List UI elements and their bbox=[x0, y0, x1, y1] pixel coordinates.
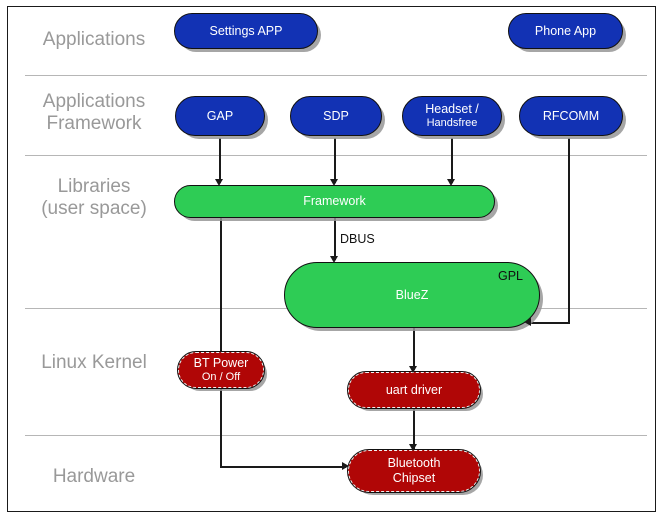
node-settings-app[interactable]: Settings APP bbox=[174, 13, 318, 49]
connector-bluez-uart bbox=[413, 328, 415, 370]
node-sublabel: Handsfree bbox=[426, 117, 478, 129]
arrowhead-sdp-framework bbox=[330, 179, 338, 186]
layer-label-hardware: Hardware bbox=[52, 466, 136, 487]
node-label: Settings APP bbox=[209, 23, 283, 38]
arrowhead-bluez-uart bbox=[409, 366, 417, 373]
arrowhead-framework-bluez bbox=[330, 256, 338, 263]
node-headset-handsfree[interactable]: Headset / Handsfree bbox=[402, 96, 502, 136]
layer-label-applications: Applications bbox=[42, 29, 146, 50]
divider-linux-kernel bbox=[25, 435, 647, 436]
divider-applications-framework bbox=[25, 155, 647, 156]
node-label: SDP bbox=[323, 108, 349, 123]
node-label: Phone App bbox=[534, 23, 597, 38]
node-label: Headset / bbox=[425, 102, 479, 116]
connector-uart-chipset bbox=[413, 408, 415, 450]
layer-label-libraries: Libraries (user space) bbox=[41, 176, 147, 219]
arrowhead-uart-chipset bbox=[409, 444, 417, 451]
node-phone-app[interactable]: Phone App bbox=[508, 13, 623, 49]
node-bluez[interactable]: GPL BlueZ bbox=[284, 262, 540, 328]
node-label: uart driver bbox=[385, 382, 443, 397]
node-label: GAP bbox=[206, 108, 234, 123]
connector-sdp-framework bbox=[334, 138, 336, 183]
node-label: Framework bbox=[303, 194, 366, 208]
node-rfcomm[interactable]: RFCOMM bbox=[519, 96, 623, 136]
connector-gap-framework bbox=[219, 138, 221, 183]
connector-framework-rail bbox=[220, 218, 222, 467]
divider-applications bbox=[25, 75, 647, 76]
node-sdp[interactable]: SDP bbox=[290, 96, 382, 136]
arrowhead-headset-framework bbox=[447, 179, 455, 186]
node-framework[interactable]: Framework bbox=[174, 185, 495, 218]
connector-rail-to-chipset bbox=[220, 466, 346, 468]
layer-label-linux-kernel: Linux Kernel bbox=[41, 352, 147, 373]
arrowhead-rail-chipset bbox=[342, 462, 349, 470]
node-sublabel: Chipset bbox=[392, 471, 436, 485]
node-gap[interactable]: GAP bbox=[175, 96, 265, 136]
connector-rfcomm-down bbox=[568, 138, 570, 324]
node-uart-driver[interactable]: uart driver bbox=[347, 371, 481, 409]
arrowhead-gap-framework bbox=[215, 179, 223, 186]
node-label: BlueZ bbox=[395, 287, 429, 302]
layer-label-applications-framework: Applications Framework bbox=[42, 91, 146, 134]
license-tag: GPL bbox=[497, 269, 523, 283]
node-label: BT Power bbox=[193, 356, 249, 370]
connector-framework-bluez bbox=[334, 218, 336, 260]
node-sublabel: On / Off bbox=[201, 371, 241, 383]
node-bluetooth-chipset[interactable]: Bluetooth Chipset bbox=[347, 449, 481, 493]
connector-rfcomm-left bbox=[530, 322, 569, 324]
node-label: RFCOMM bbox=[542, 108, 600, 123]
connector-headset-framework bbox=[451, 138, 453, 183]
diagram-outer-frame bbox=[7, 6, 656, 512]
node-bt-power[interactable]: BT Power On / Off bbox=[177, 351, 265, 389]
arrowhead-rfcomm-bluez bbox=[524, 318, 531, 326]
edge-label-dbus: DBUS bbox=[340, 232, 375, 246]
node-label: Bluetooth bbox=[387, 456, 441, 470]
